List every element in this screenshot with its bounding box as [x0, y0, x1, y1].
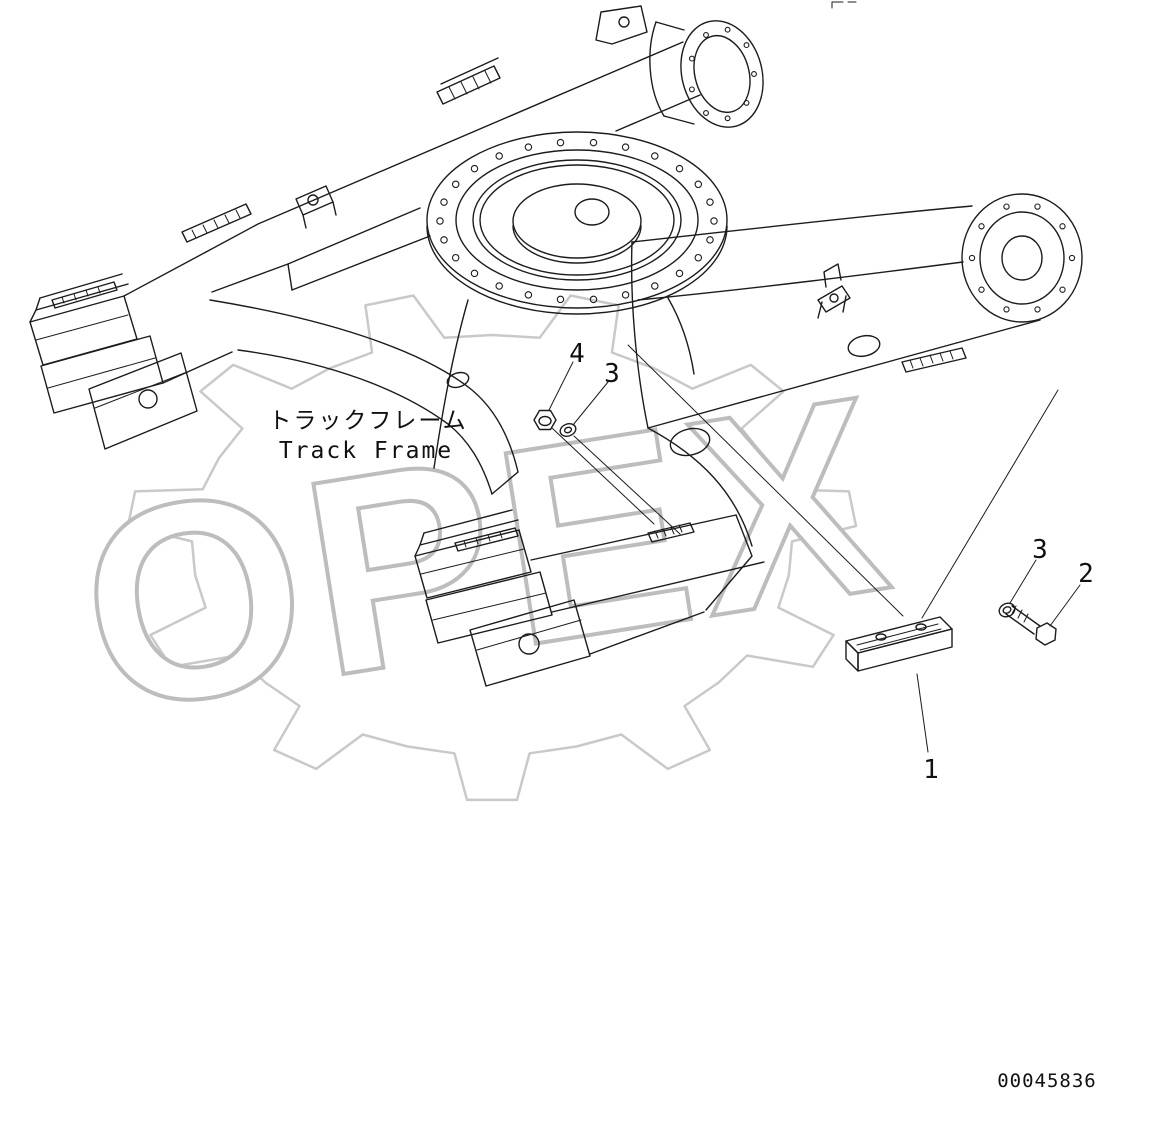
bolt-hole: [1034, 306, 1041, 313]
bolt-hole: [688, 86, 695, 93]
bolt-hole: [440, 236, 448, 244]
track-frame-drawing: [29, 1, 1083, 753]
step-part: [845, 616, 953, 672]
bolt-hole: [1003, 203, 1010, 210]
callout-leaders: [548, 361, 1081, 753]
bolt-hole: [743, 99, 750, 106]
callout-4: 4: [569, 339, 585, 369]
bolt-hole: [524, 143, 533, 151]
bolt-hole: [703, 110, 709, 116]
callouts: 4 3 3 2 1: [569, 339, 1094, 785]
bolt-hole: [710, 217, 718, 225]
mount-leader-lines: [551, 344, 1059, 619]
bolt-hole: [495, 152, 503, 160]
bolt-hole: [556, 295, 565, 304]
callout-2: 2: [1078, 559, 1094, 589]
lower-left-track-beam: [414, 509, 765, 687]
bolt-hole: [706, 236, 714, 244]
frame-label-english: Track Frame: [279, 438, 453, 464]
bolt-hole: [524, 291, 533, 299]
step-mount-slot-lower: [647, 522, 695, 543]
left-track-beam: [181, 41, 701, 293]
step-mount-slot-right: [901, 347, 967, 373]
bolt-hole: [1059, 286, 1066, 293]
bolt-hole: [495, 282, 503, 290]
bolt-hole: [470, 269, 479, 278]
bolt-hole: [1003, 306, 1010, 313]
bolt-hole: [978, 223, 985, 230]
trim-mark: [831, 1, 857, 9]
bolt-hole: [751, 71, 757, 77]
left-end-bracket: [29, 251, 233, 450]
idler-housing-bolt-holes: [688, 26, 757, 122]
frame-label-japanese: トラックフレーム: [268, 408, 467, 434]
right-track-beam: [630, 193, 1083, 547]
watermark-text: OPEX: [63, 337, 912, 772]
swing-pin-hole: [574, 198, 610, 226]
bolt-hole: [621, 291, 630, 299]
bolt-hole: [1059, 223, 1066, 230]
callout-3-center: 3: [604, 359, 620, 389]
bolt-hole: [556, 138, 565, 147]
bolt-hole: [621, 143, 630, 151]
bolt-hole: [675, 164, 684, 173]
bolt-hole: [589, 138, 598, 147]
swing-bearing: [426, 131, 728, 315]
bolt-hole: [451, 253, 460, 262]
bolt-hole: [470, 164, 479, 173]
callout-1: 1: [923, 755, 939, 785]
bolt-hole: [703, 32, 709, 38]
idler-housing: [595, 5, 764, 128]
bolt-hole: [694, 253, 703, 262]
bolt-hole: [436, 217, 444, 225]
bolt-hole: [688, 55, 695, 62]
bolt-hole: [724, 115, 731, 122]
bolt-hole: [440, 198, 448, 206]
frame-center-leg: [209, 297, 695, 495]
part-number: 00045836: [997, 1070, 1097, 1092]
bolt-hole: [1034, 203, 1041, 210]
bolt-hole: [675, 269, 684, 278]
washer-part-center: [559, 423, 577, 437]
nut-part: [533, 409, 557, 431]
bolt-hole: [706, 198, 714, 206]
bolt-hole: [651, 152, 659, 160]
bolt-hole: [651, 282, 659, 290]
bolt-hole: [968, 254, 976, 262]
motor-housing-bolt-holes: [968, 203, 1076, 313]
swing-bolt-holes: [436, 138, 718, 304]
bolt-hole: [724, 26, 731, 33]
bolt-hole: [451, 180, 460, 189]
bolt-part: [1005, 605, 1057, 646]
bolt-hole: [694, 180, 703, 189]
bolt-hole: [589, 295, 598, 304]
bolt-hole: [1068, 254, 1076, 262]
bolt-hole: [978, 286, 985, 293]
callout-3-right: 3: [1032, 535, 1048, 565]
lift-bracket: [817, 285, 851, 313]
watermark-gear-icon: [126, 294, 858, 802]
bolt-hole: [743, 42, 750, 49]
